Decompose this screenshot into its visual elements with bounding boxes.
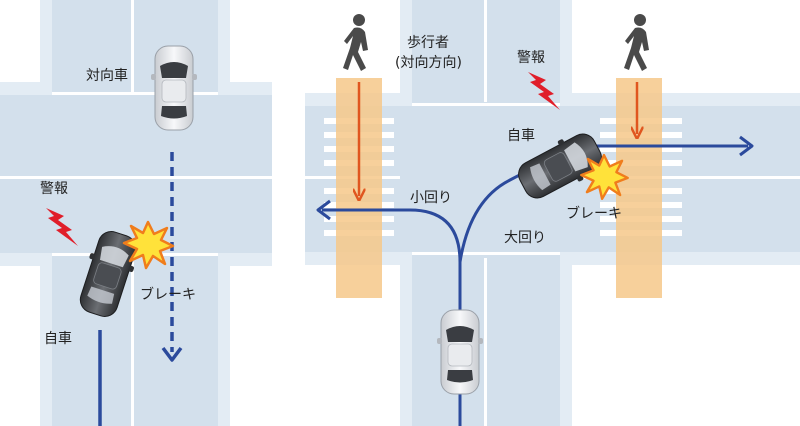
right-brake-label: ブレーキ [566,206,622,222]
left-pedestrian-icon [343,14,368,71]
left-horizontal-road [0,95,272,253]
right-own-car-label: 自車 [507,128,535,144]
pedestrian-label-line2: (対向方向) [395,55,462,71]
right-pedestrian-band [616,78,662,298]
small-turn-arrowhead [316,199,331,221]
oncoming-car-label: 対向車 [86,68,128,84]
wide-turn-label: 大回り [504,230,546,246]
left-own-car-label: 自車 [44,331,72,347]
left-warning-label: 警報 [40,181,68,197]
left-brake-label: ブレーキ [140,287,196,303]
small-turn-label: 小回り [410,190,452,206]
left-intersection [0,0,272,426]
wide-turn-arrowhead [739,135,754,157]
left-brake-arrowhead [161,346,183,362]
right-warning-label: 警報 [517,50,545,66]
right-pedestrian-icon [624,14,649,71]
pedestrian-label-line1: 歩行者 [407,35,449,51]
right-intersection [305,0,800,426]
right-own-car-start [436,309,484,395]
left-oncoming-car [150,45,198,131]
